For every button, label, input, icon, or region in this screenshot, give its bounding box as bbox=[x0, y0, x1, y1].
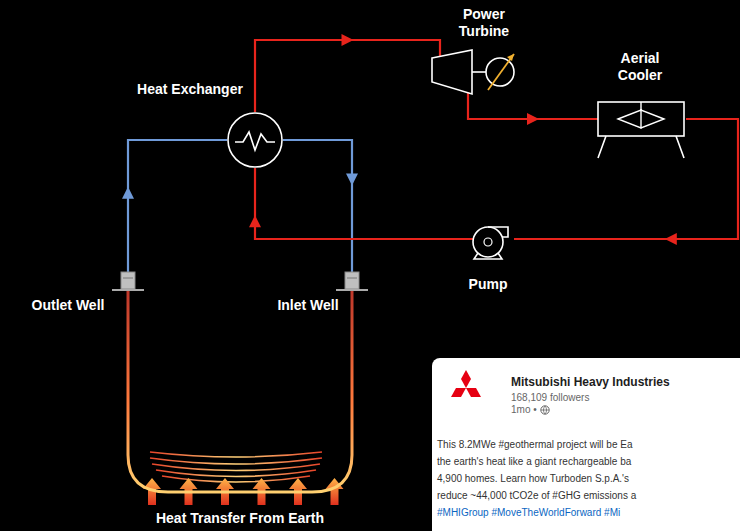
caption-label: Heat Transfer From Earth bbox=[156, 510, 324, 526]
pipe-line bbox=[283, 140, 352, 272]
globe-icon bbox=[540, 405, 550, 415]
exchanger-circle bbox=[228, 113, 282, 167]
pipe-line bbox=[255, 40, 440, 112]
component-label: Power Turbine bbox=[448, 6, 520, 40]
pump-hub bbox=[484, 238, 492, 246]
wellhead-band bbox=[347, 278, 357, 279]
turb-symbol bbox=[428, 48, 524, 98]
arrow-head bbox=[527, 113, 539, 125]
component: Inlet Well bbox=[262, 270, 368, 314]
cool-symbol bbox=[596, 98, 688, 160]
pipe-line bbox=[514, 119, 738, 239]
pump-base bbox=[474, 253, 502, 259]
cooler-fan bbox=[618, 110, 664, 128]
pipe-line bbox=[128, 140, 227, 272]
wellhead bbox=[345, 272, 359, 289]
wellhead bbox=[121, 272, 135, 289]
pipe-line bbox=[255, 168, 473, 239]
exchanger-zigzag bbox=[235, 132, 275, 150]
post-text: #MHIGroup #MoveTheWorldForward #Mi bbox=[437, 506, 620, 519]
turbine-body bbox=[432, 50, 472, 94]
component-label: Pump bbox=[460, 276, 516, 293]
hx-symbol bbox=[227, 112, 283, 168]
post-meta: 168,109 followers bbox=[511, 391, 589, 404]
arrow-head bbox=[665, 233, 677, 245]
component-label: Heat Exchanger bbox=[120, 81, 260, 98]
component: Aerial Cooler bbox=[596, 50, 688, 160]
post-meta: 1mo • bbox=[511, 403, 537, 416]
post-card: Mitsubishi Heavy Industries168,109 follo… bbox=[432, 358, 740, 531]
cooler-legs bbox=[598, 136, 684, 158]
pump-symbol bbox=[466, 220, 514, 262]
cooler-box bbox=[598, 102, 684, 136]
pump-outlet bbox=[488, 227, 508, 237]
arrow-head bbox=[346, 174, 358, 186]
wellhead-band bbox=[123, 278, 133, 279]
company-logo bbox=[446, 370, 486, 406]
component: Outlet Well bbox=[18, 270, 144, 314]
post-text: the earth's heat like a giant rechargeab… bbox=[437, 455, 631, 468]
turbine-shaft bbox=[472, 71, 486, 73]
post-text: 4,900 homes. Learn how Turboden S.p.A.'s bbox=[437, 472, 629, 485]
component: Heat Exchanger bbox=[115, 78, 283, 168]
logo-diamond bbox=[466, 388, 481, 397]
arrow-head bbox=[342, 34, 354, 46]
ground-line bbox=[112, 289, 144, 291]
globe-ring bbox=[541, 405, 549, 413]
generator-arrow-head bbox=[507, 54, 514, 61]
underground-loop bbox=[128, 290, 352, 492]
fan-shaft bbox=[640, 102, 641, 110]
well-symbol bbox=[336, 270, 368, 294]
pipe-line bbox=[468, 92, 598, 119]
well-symbol bbox=[112, 270, 144, 294]
post-text: reduce ~44,000 tCO2e of #GHG emissions a bbox=[437, 489, 636, 502]
component: Pump bbox=[460, 220, 516, 293]
component-label: Outlet Well bbox=[18, 297, 118, 314]
arrow-head bbox=[249, 215, 261, 227]
heat-layers bbox=[150, 452, 322, 482]
component: Power Turbine bbox=[428, 6, 524, 98]
ground-line bbox=[336, 289, 368, 291]
post-text: This 8.2MWe #geothermal project will be … bbox=[437, 438, 632, 451]
company-name: Mitsubishi Heavy Industries bbox=[511, 375, 670, 390]
globe-lines bbox=[541, 406, 549, 414]
pump-circle bbox=[473, 227, 503, 257]
component-label: Inlet Well bbox=[262, 297, 354, 314]
component-label: Aerial Cooler bbox=[600, 50, 680, 84]
logo-diamond bbox=[451, 388, 466, 397]
arrow-head bbox=[122, 187, 134, 199]
logo-diamond bbox=[461, 370, 471, 388]
generator-arrow bbox=[488, 54, 514, 90]
